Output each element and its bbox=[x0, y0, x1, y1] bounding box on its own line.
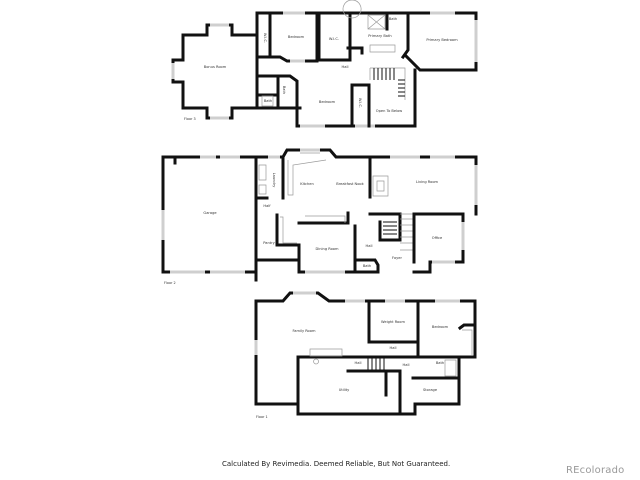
room-label-bath: Bath bbox=[389, 17, 397, 21]
room-label-hall: Hall bbox=[342, 65, 349, 69]
room-label-open-to-below: Open To Below bbox=[376, 109, 403, 113]
room-label-bath: Bath bbox=[363, 264, 371, 268]
room-label-primary-bath: Primary Bath bbox=[368, 34, 391, 38]
room-label-wic: W.I.C. bbox=[263, 33, 267, 43]
floor-label: Floor 2 bbox=[164, 281, 176, 285]
floor-label: Floor 3 bbox=[184, 117, 196, 121]
room-label-bedroom: Bedroom bbox=[288, 35, 305, 39]
disclaimer-text: Calculated By Revimedia. Deemed Reliable… bbox=[222, 460, 451, 468]
room-label-wic: W.I.C. bbox=[329, 37, 339, 41]
room-label-hall: Hall bbox=[355, 361, 362, 365]
room-label-hall: Hall bbox=[366, 244, 373, 248]
room-label-family-room: Family Room bbox=[293, 329, 316, 333]
room-label-primary-bedroom: Primary Bedroom bbox=[426, 38, 458, 42]
room-label-hall: Hall bbox=[403, 363, 410, 367]
room-label-wic: W.I.C. bbox=[358, 98, 362, 108]
floor-1-plan: Family Room Weight Room Bedroom Hall Hal… bbox=[254, 291, 477, 419]
room-label-bath: Bath bbox=[264, 99, 272, 103]
room-label-utility: Utility bbox=[339, 388, 350, 392]
room-label-storage: Storage bbox=[423, 388, 438, 392]
room-label-pantry: Pantry bbox=[263, 241, 275, 245]
room-label-office: Office bbox=[432, 236, 443, 240]
room-label-hall: Hall bbox=[390, 346, 397, 350]
floor-3-plan: Bonus Room W.I.C. Bedroom W.I.C. Primary… bbox=[171, 0, 478, 128]
floor-2-plan: Garage Laundry Half Kitchen Breakfast No… bbox=[161, 148, 478, 285]
room-label-dining-room: Dining Room bbox=[316, 247, 339, 251]
room-label-living-room: Living Room bbox=[416, 180, 439, 184]
floor-label: Floor 1 bbox=[256, 415, 268, 419]
room-label-bedroom: Bedroom bbox=[432, 325, 449, 329]
room-label-bath: Bath bbox=[282, 86, 286, 94]
room-label-bath: Bath bbox=[436, 361, 444, 365]
room-label-laundry: Laundry bbox=[272, 173, 276, 189]
room-label-garage: Garage bbox=[203, 211, 217, 215]
brand-logo: REcolorado bbox=[566, 465, 625, 476]
room-label-foyer: Foyer bbox=[392, 256, 402, 260]
room-label-weight-room: Weight Room bbox=[381, 320, 405, 324]
room-label-kitchen: Kitchen bbox=[300, 182, 314, 186]
room-label-half: Half bbox=[263, 204, 271, 208]
room-label-breakfast-nook: Breakfast Nook bbox=[336, 182, 364, 186]
room-label-bonus-room: Bonus Room bbox=[204, 65, 227, 69]
room-label-bedroom: Bedroom bbox=[319, 100, 336, 104]
